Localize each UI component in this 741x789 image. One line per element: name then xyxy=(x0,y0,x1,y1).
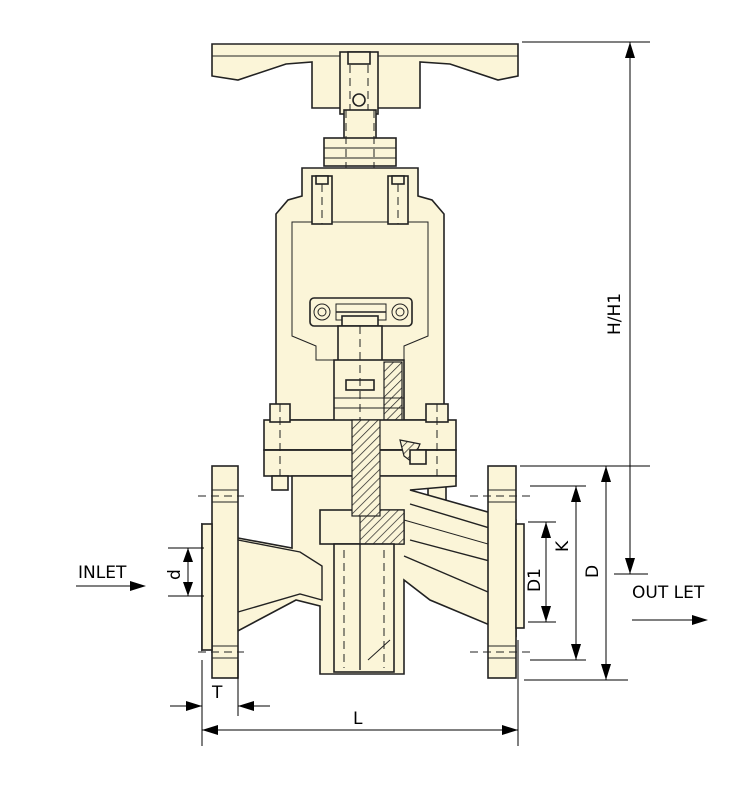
bolt-circle-label: K xyxy=(553,540,573,552)
inlet-label: INLET xyxy=(78,563,127,583)
thickness-label: T xyxy=(211,683,223,703)
length-label: L xyxy=(353,709,363,729)
outlet-label: OUT LET xyxy=(632,583,705,603)
inlet-flange xyxy=(198,465,244,679)
height-label: H/H1 xyxy=(605,293,625,335)
bore-label: d xyxy=(165,569,185,580)
valve-body xyxy=(201,419,517,675)
flange-outer-label: D xyxy=(583,565,603,578)
dimension-lines xyxy=(76,41,708,746)
raised-face-label: D1 xyxy=(525,568,545,592)
handwheel xyxy=(211,43,519,115)
packing xyxy=(333,325,405,423)
outlet-flange xyxy=(470,465,530,679)
